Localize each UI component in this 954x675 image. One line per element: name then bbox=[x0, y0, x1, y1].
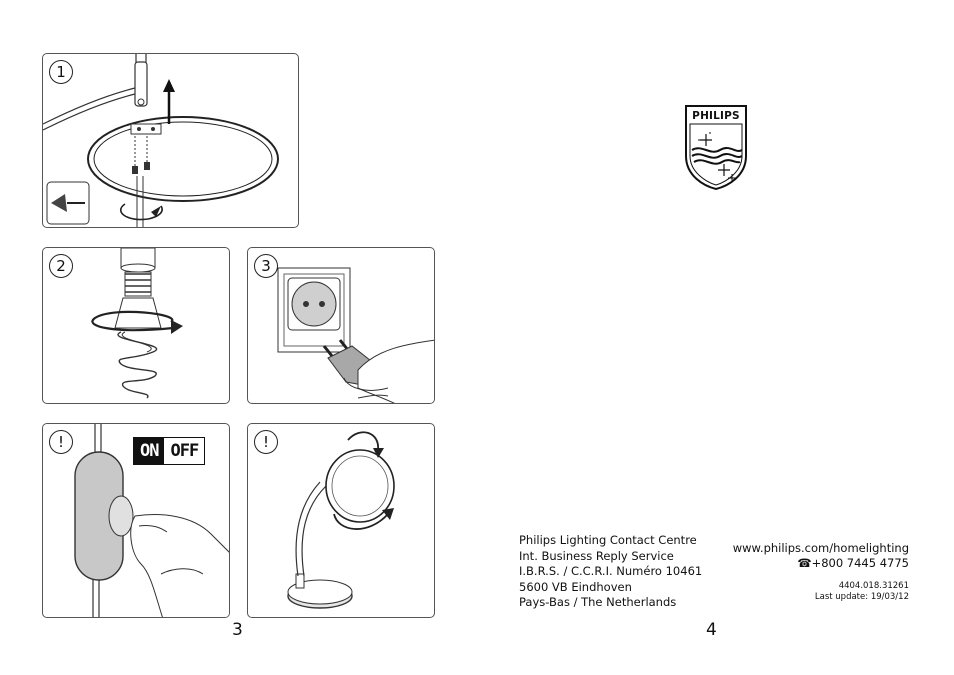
warning-icon-1: ! bbox=[49, 430, 73, 454]
philips-shield-icon bbox=[685, 105, 747, 191]
on-label: ON bbox=[134, 438, 165, 464]
website-link[interactable]: www.philips.com/homelighting bbox=[732, 541, 909, 555]
phone-number: +800 7445 4775 bbox=[811, 556, 909, 570]
mount-lamp-illustration bbox=[43, 54, 279, 227]
illustration-step-2: 2 bbox=[42, 247, 230, 404]
switch-illustration bbox=[74, 424, 229, 617]
contact-address: Philips Lighting Contact Centre Int. Bus… bbox=[519, 533, 702, 611]
warning-adjust-panel: ! bbox=[247, 423, 435, 618]
page-number-right: 4 bbox=[706, 620, 717, 640]
phone-line: ☎+800 7445 4775 bbox=[733, 556, 909, 571]
address-line-1: Philips Lighting Contact Centre bbox=[519, 533, 697, 547]
step-number-3: 3 bbox=[254, 254, 278, 278]
lamp-adjust-illustration bbox=[287, 431, 395, 609]
contact-info: www.philips.com/homelighting ☎+800 7445 … bbox=[733, 541, 909, 603]
document-code: 4404.018.31261 bbox=[838, 581, 909, 591]
philips-logo: PHILIPS bbox=[684, 104, 748, 191]
page-number-left: 3 bbox=[232, 620, 243, 640]
on-off-indicator: ON OFF bbox=[133, 437, 206, 465]
address-line-5: Pays-Bas / The Netherlands bbox=[519, 595, 677, 609]
last-update: Last update: 19/03/12 bbox=[814, 592, 909, 602]
step-number-1: 1 bbox=[49, 60, 73, 84]
address-line-2: Int. Business Reply Service bbox=[519, 548, 674, 563]
plug-in-illustration bbox=[277, 267, 434, 403]
illustration-step-3: 3 bbox=[247, 247, 435, 404]
address-line-4: 5600 VB Eindhoven bbox=[519, 579, 632, 594]
warning-icon-2: ! bbox=[254, 430, 278, 454]
step-number-2: 2 bbox=[49, 254, 73, 278]
warning-switch-panel: ! ON OFF bbox=[42, 423, 230, 618]
off-label: OFF bbox=[164, 438, 205, 464]
insert-bulb-illustration bbox=[91, 248, 183, 399]
telephone-icon: ☎ bbox=[797, 556, 812, 570]
address-line-3: I.B.R.S. / C.C.R.I. Numéro 10461 bbox=[519, 564, 703, 578]
brand-name: PHILIPS bbox=[692, 110, 740, 122]
illustration-step-1: 1 bbox=[42, 53, 299, 228]
